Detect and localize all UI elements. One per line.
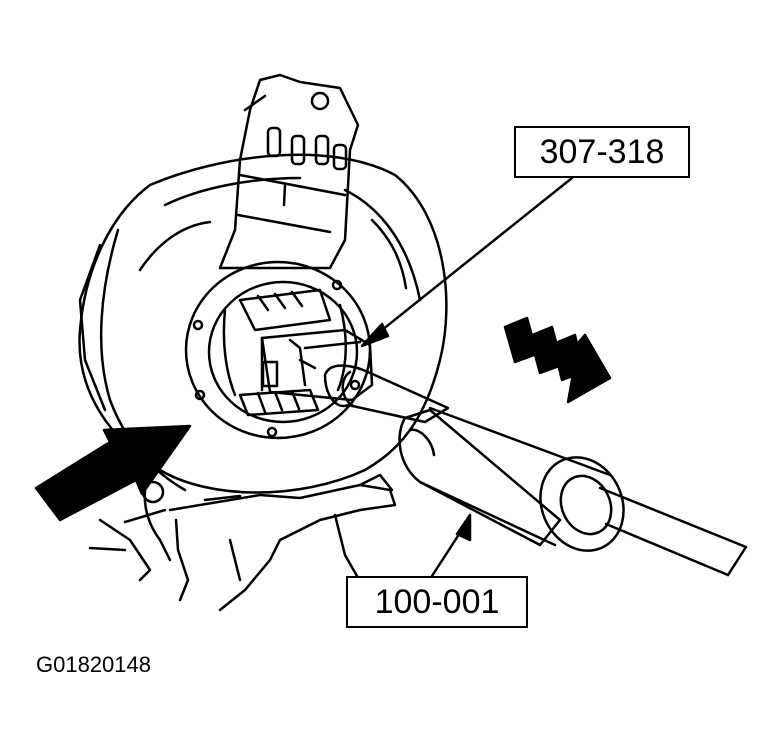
removal-direction-arrow — [503, 316, 612, 404]
figure-id: G01820148 — [36, 652, 151, 677]
slide-hammer — [398, 406, 748, 577]
tool-callout-307-318: 307-318 — [514, 126, 690, 178]
direction-arrow-left — [34, 424, 192, 522]
steering-column-housing — [78, 153, 448, 494]
leader-line-100-001 — [430, 513, 472, 578]
clockspring-ring — [184, 260, 372, 440]
tool-callout-100-001: 100-001 — [346, 576, 528, 628]
coupler-tool — [260, 328, 374, 402]
leader-line-307-318 — [360, 176, 574, 348]
mounting-bracket — [218, 73, 360, 270]
bearing-race — [222, 288, 347, 417]
